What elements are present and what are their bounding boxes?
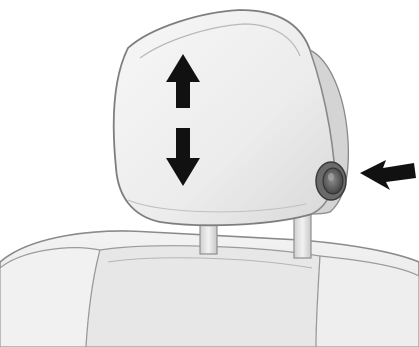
arrow-left-icon <box>360 160 416 190</box>
headrest <box>114 10 349 225</box>
right-post <box>294 214 311 258</box>
release-button <box>316 162 346 200</box>
